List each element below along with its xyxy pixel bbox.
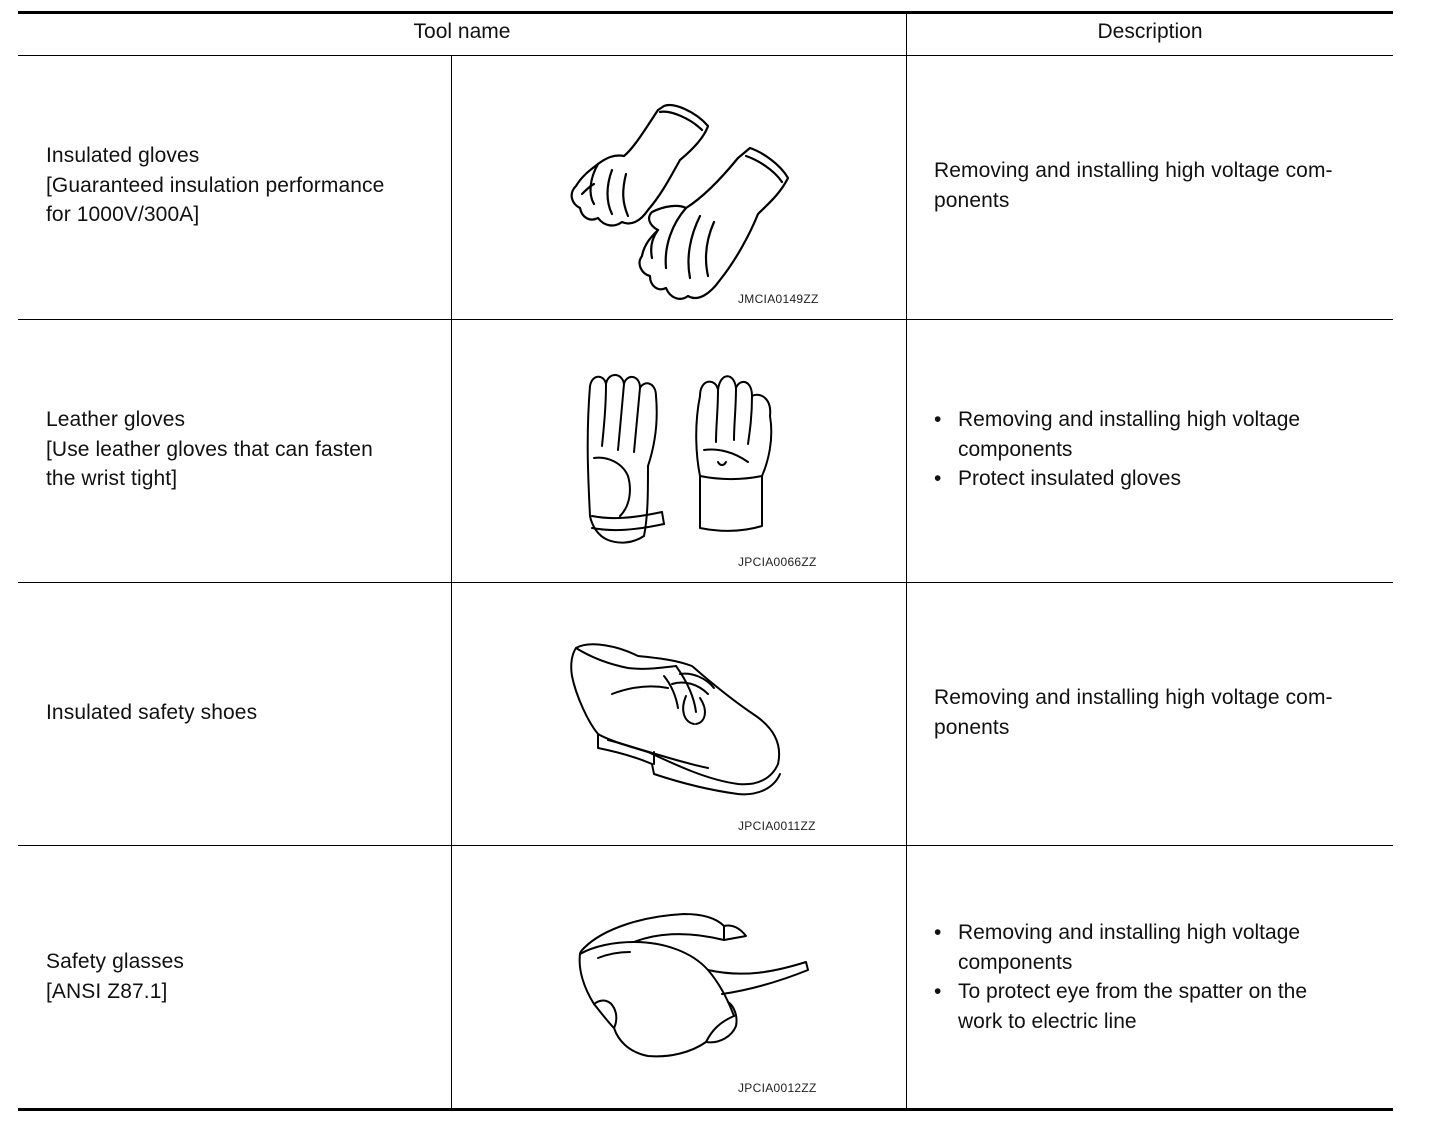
description-list-leather-gloves: • Removing and installing high voltage co…: [934, 405, 1300, 494]
list-item: • Protect insulated gloves: [934, 464, 1300, 494]
description-insulated-gloves: Removing and installing high voltage com…: [934, 159, 1333, 212]
tool-table: Tool name Description Insulated gloves […: [18, 0, 1393, 1122]
column-divider-illustration: [451, 56, 452, 1108]
tool-name-leather-gloves: Leather gloves [Use leather gloves that …: [46, 408, 373, 490]
safety-glasses-icon: [574, 906, 814, 1066]
list-item: • Removing and installing high voltage co…: [934, 918, 1307, 977]
bullet-icon: •: [934, 921, 942, 944]
header-description: Description: [1097, 20, 1203, 43]
row-divider-1: [18, 319, 1393, 320]
bullet-icon: •: [934, 980, 942, 1003]
description-insulated-safety-shoes: Removing and installing high voltage com…: [934, 686, 1333, 739]
tool-name-safety-glasses: Safety glasses [ANSI Z87.1]: [46, 950, 184, 1003]
safety-shoe-icon: [568, 636, 788, 796]
description-item-text: Protect insulated gloves: [958, 467, 1181, 490]
figure-code-safety-glasses: JPCIA0012ZZ: [738, 1081, 817, 1095]
table-bottom-rule: [18, 1108, 1393, 1111]
figure-code-leather-gloves: JPCIA0066ZZ: [738, 555, 817, 569]
header-bottom-rule: [18, 55, 1393, 56]
insulated-gloves-icon: [554, 98, 794, 308]
figure-code-insulated-gloves: JMCIA0149ZZ: [738, 292, 819, 306]
description-item-text: Removing and installing high voltage com…: [958, 921, 1301, 974]
list-item: • To protect eye from the spatter on the …: [934, 977, 1307, 1036]
tool-name-insulated-safety-shoes: Insulated safety shoes: [46, 701, 258, 724]
bullet-icon: •: [934, 467, 942, 490]
row-divider-3: [18, 845, 1393, 846]
leather-gloves-icon: [578, 366, 788, 548]
header-tool-name: Tool name: [413, 20, 511, 43]
description-list-safety-glasses: • Removing and installing high voltage co…: [934, 918, 1307, 1036]
figure-code-insulated-safety-shoes: JPCIA0011ZZ: [738, 819, 816, 833]
description-item-text: Removing and installing high voltage com…: [958, 408, 1301, 461]
column-divider-description: [906, 13, 907, 1108]
bullet-icon: •: [934, 408, 942, 431]
description-item-text: To protect eye from the spatter on the w…: [958, 980, 1308, 1033]
table-top-rule: [18, 11, 1393, 14]
row-divider-2: [18, 582, 1393, 583]
list-item: • Removing and installing high voltage co…: [934, 405, 1300, 464]
tool-name-insulated-gloves: Insulated gloves [Guaranteed insulation …: [46, 144, 385, 226]
